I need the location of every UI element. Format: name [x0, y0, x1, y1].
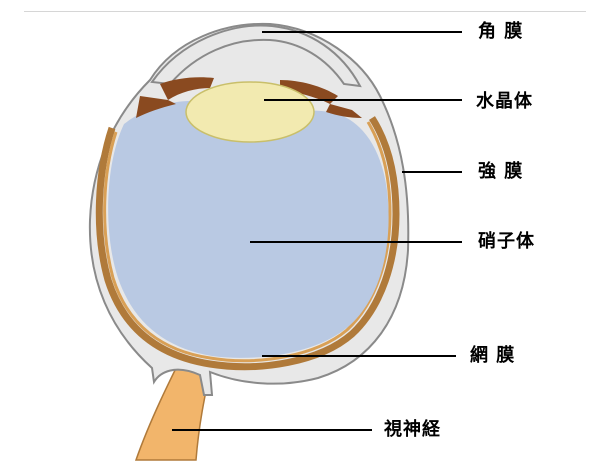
- retina-label: 網 膜: [470, 346, 515, 366]
- sclera-label: 強 膜: [478, 162, 523, 182]
- vitreous-body-label: 硝子体: [478, 232, 535, 252]
- lens-shape: [186, 82, 314, 142]
- cornea-label: 角 膜: [478, 22, 523, 42]
- optic-nerve-label: 視神経: [384, 420, 441, 440]
- lens-label: 水晶体: [476, 92, 533, 112]
